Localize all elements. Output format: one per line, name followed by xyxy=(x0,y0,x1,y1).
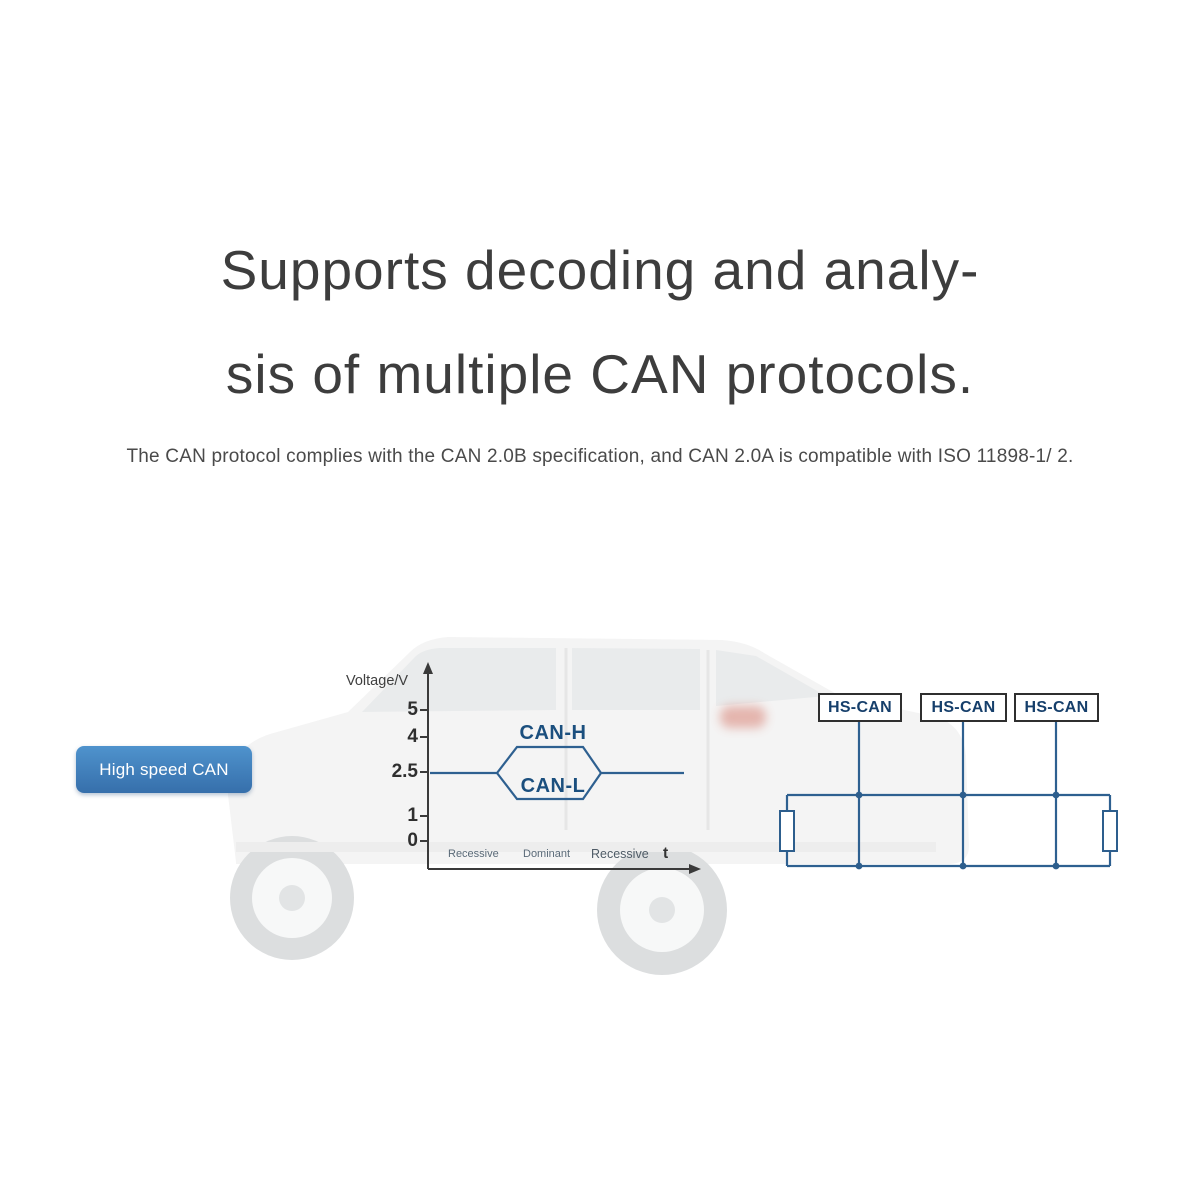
terminator-resistor-left xyxy=(779,810,795,852)
y-tick-5: 5 xyxy=(407,699,418,720)
high-speed-can-badge: High speed CAN xyxy=(76,746,252,793)
bus-node-label-3: HS-CAN xyxy=(1024,698,1089,716)
can-h-label: CAN-H xyxy=(519,722,587,744)
bus-node-box-3: HS-CAN xyxy=(1014,693,1099,722)
heading: Supports decoding and analy- sis of mult… xyxy=(0,218,1200,426)
can-l-label: CAN-L xyxy=(520,775,586,797)
subtitle-text: The CAN protocol complies with the CAN 2… xyxy=(126,446,1074,467)
y-tick-0: 0 xyxy=(407,830,418,851)
terminator-resistor-right xyxy=(1102,810,1118,852)
high-speed-can-badge-label: High speed CAN xyxy=(99,759,229,779)
time-axis-label: t xyxy=(663,845,669,862)
bus-node-box-2: HS-CAN xyxy=(920,693,1007,722)
page-title-line1: Supports decoding and analy- xyxy=(220,239,980,301)
y-tick-4: 4 xyxy=(407,726,418,747)
x-label-recessive-2: Recessive xyxy=(591,847,649,861)
page-title-line2: sis of multiple CAN protocols. xyxy=(225,343,975,405)
bus-node-box-1: HS-CAN xyxy=(818,693,902,722)
y-tick-1: 1 xyxy=(407,805,418,826)
x-label-recessive-1: Recessive xyxy=(448,848,499,860)
can-bus-lines xyxy=(779,722,1118,870)
x-label-dominant: Dominant xyxy=(523,848,571,860)
voltage-axis xyxy=(420,662,701,874)
bus-node-label-2: HS-CAN xyxy=(931,698,996,716)
y-axis-tick-labels: 5 4 2.5 1 0 xyxy=(368,0,418,900)
y-tick-2-5: 2.5 xyxy=(391,761,418,782)
bus-node-label-1: HS-CAN xyxy=(827,698,893,716)
